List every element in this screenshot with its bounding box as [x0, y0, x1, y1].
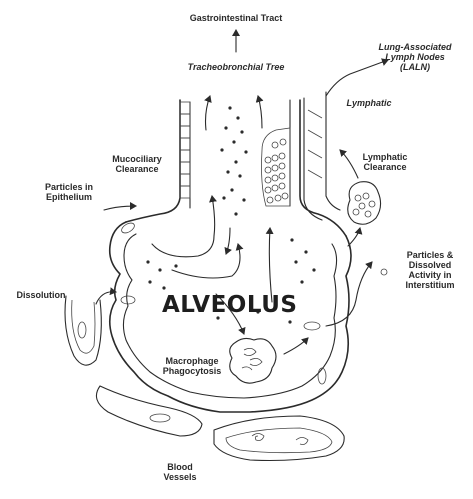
lymphatic-clearance-label-line1: Lymphatic [350, 152, 420, 162]
dissolution-vessel [65, 292, 116, 365]
epithelium-cells-left [180, 102, 190, 198]
blood-vessels-label-line1: Blood [150, 462, 210, 472]
lymphatic-label: Lymphatic [334, 98, 404, 108]
alveolus-label: ALVEOLUS [162, 292, 297, 318]
particles-epithelium-label-line1: Particles in [34, 182, 104, 192]
particles-interstitium-label-line1: Particles & [390, 250, 470, 260]
mucociliary-label-line2: Clearance [102, 164, 172, 174]
mucociliary-label-line1: Mucociliary [102, 154, 172, 164]
lymph-nodes-label-line3: (LALN) [360, 62, 470, 72]
tracheobronchial-tree-label: Tracheobronchial Tree [165, 62, 307, 72]
blood-vessels-label-line2: Vessels [150, 472, 210, 482]
particles-epithelium-label-line2: Epithelium [34, 192, 104, 202]
lymph-nodes-label-line2: Lymph Nodes [360, 52, 470, 62]
lymph-nodes-label-line1: Lung-Associated [360, 42, 470, 52]
macrophage-label-line2: Phagocytosis [154, 366, 230, 376]
macrophage-label-line1: Macrophage [154, 356, 230, 366]
macrophage [230, 338, 276, 383]
lymphatic-vessel [304, 60, 388, 220]
lymphatic-clearance-label-line2: Clearance [350, 162, 420, 172]
particles-interstitium-label-line3: Activity in [390, 270, 470, 280]
epithelium-cells-right [262, 128, 291, 206]
dissolution-label: Dissolution [6, 290, 76, 300]
particles-interstitium-label-line2: Dissolved [390, 260, 470, 270]
particles-interstitium-label-line4: Interstitium [390, 280, 470, 290]
gi-tract-label: Gastrointestinal Tract [165, 13, 307, 23]
